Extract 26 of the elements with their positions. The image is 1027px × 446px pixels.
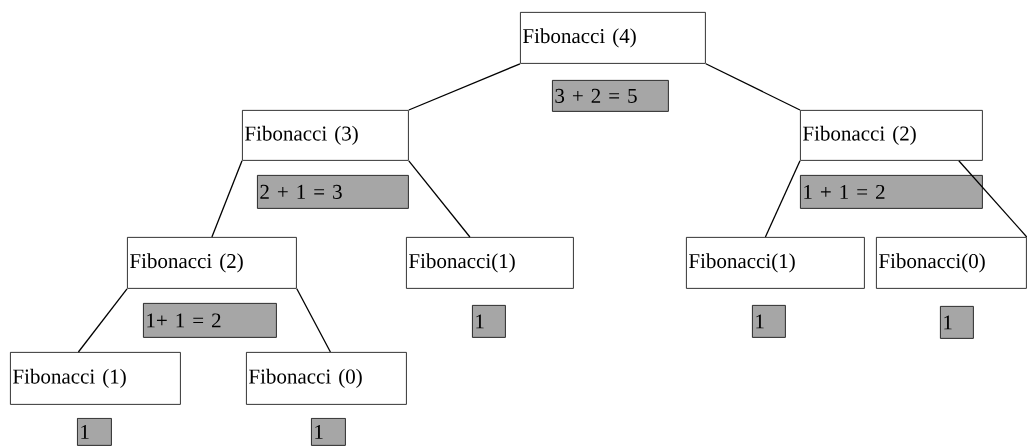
result-box: 3 + 2 = 5 xyxy=(552,80,669,112)
tree-line xyxy=(408,160,471,238)
result-box: 1 xyxy=(472,305,506,338)
tree-line xyxy=(408,63,521,111)
call-box: Fibonacci(0) xyxy=(876,237,1027,289)
result-box: 2 + 1 = 3 xyxy=(257,175,409,209)
call-box: Fibonacci (2) xyxy=(127,237,297,289)
result-box: 1+ 1 = 2 xyxy=(143,303,277,338)
tree-line xyxy=(211,160,243,238)
result-box: 1 + 1 = 2 xyxy=(800,175,983,209)
result-box: 1 xyxy=(752,305,786,338)
result-box: 1 xyxy=(311,418,346,446)
call-box: Fibonacci (3) xyxy=(242,110,409,161)
tree-line xyxy=(296,288,332,353)
tree-line xyxy=(958,160,1027,238)
call-box: Fibonacci (0) xyxy=(246,352,407,405)
tree-line xyxy=(764,160,801,238)
tree-line xyxy=(705,63,801,111)
result-box: 1 xyxy=(77,418,112,446)
call-box: Fibonacci (1) xyxy=(10,352,181,405)
call-box: Fibonacci(1) xyxy=(686,237,865,289)
call-box: Fibonacci (4) xyxy=(520,12,706,64)
call-box: Fibonacci(1) xyxy=(406,237,574,289)
tree-line xyxy=(77,288,128,353)
result-box: 1 xyxy=(940,306,974,339)
call-box: Fibonacci (2) xyxy=(800,110,983,161)
